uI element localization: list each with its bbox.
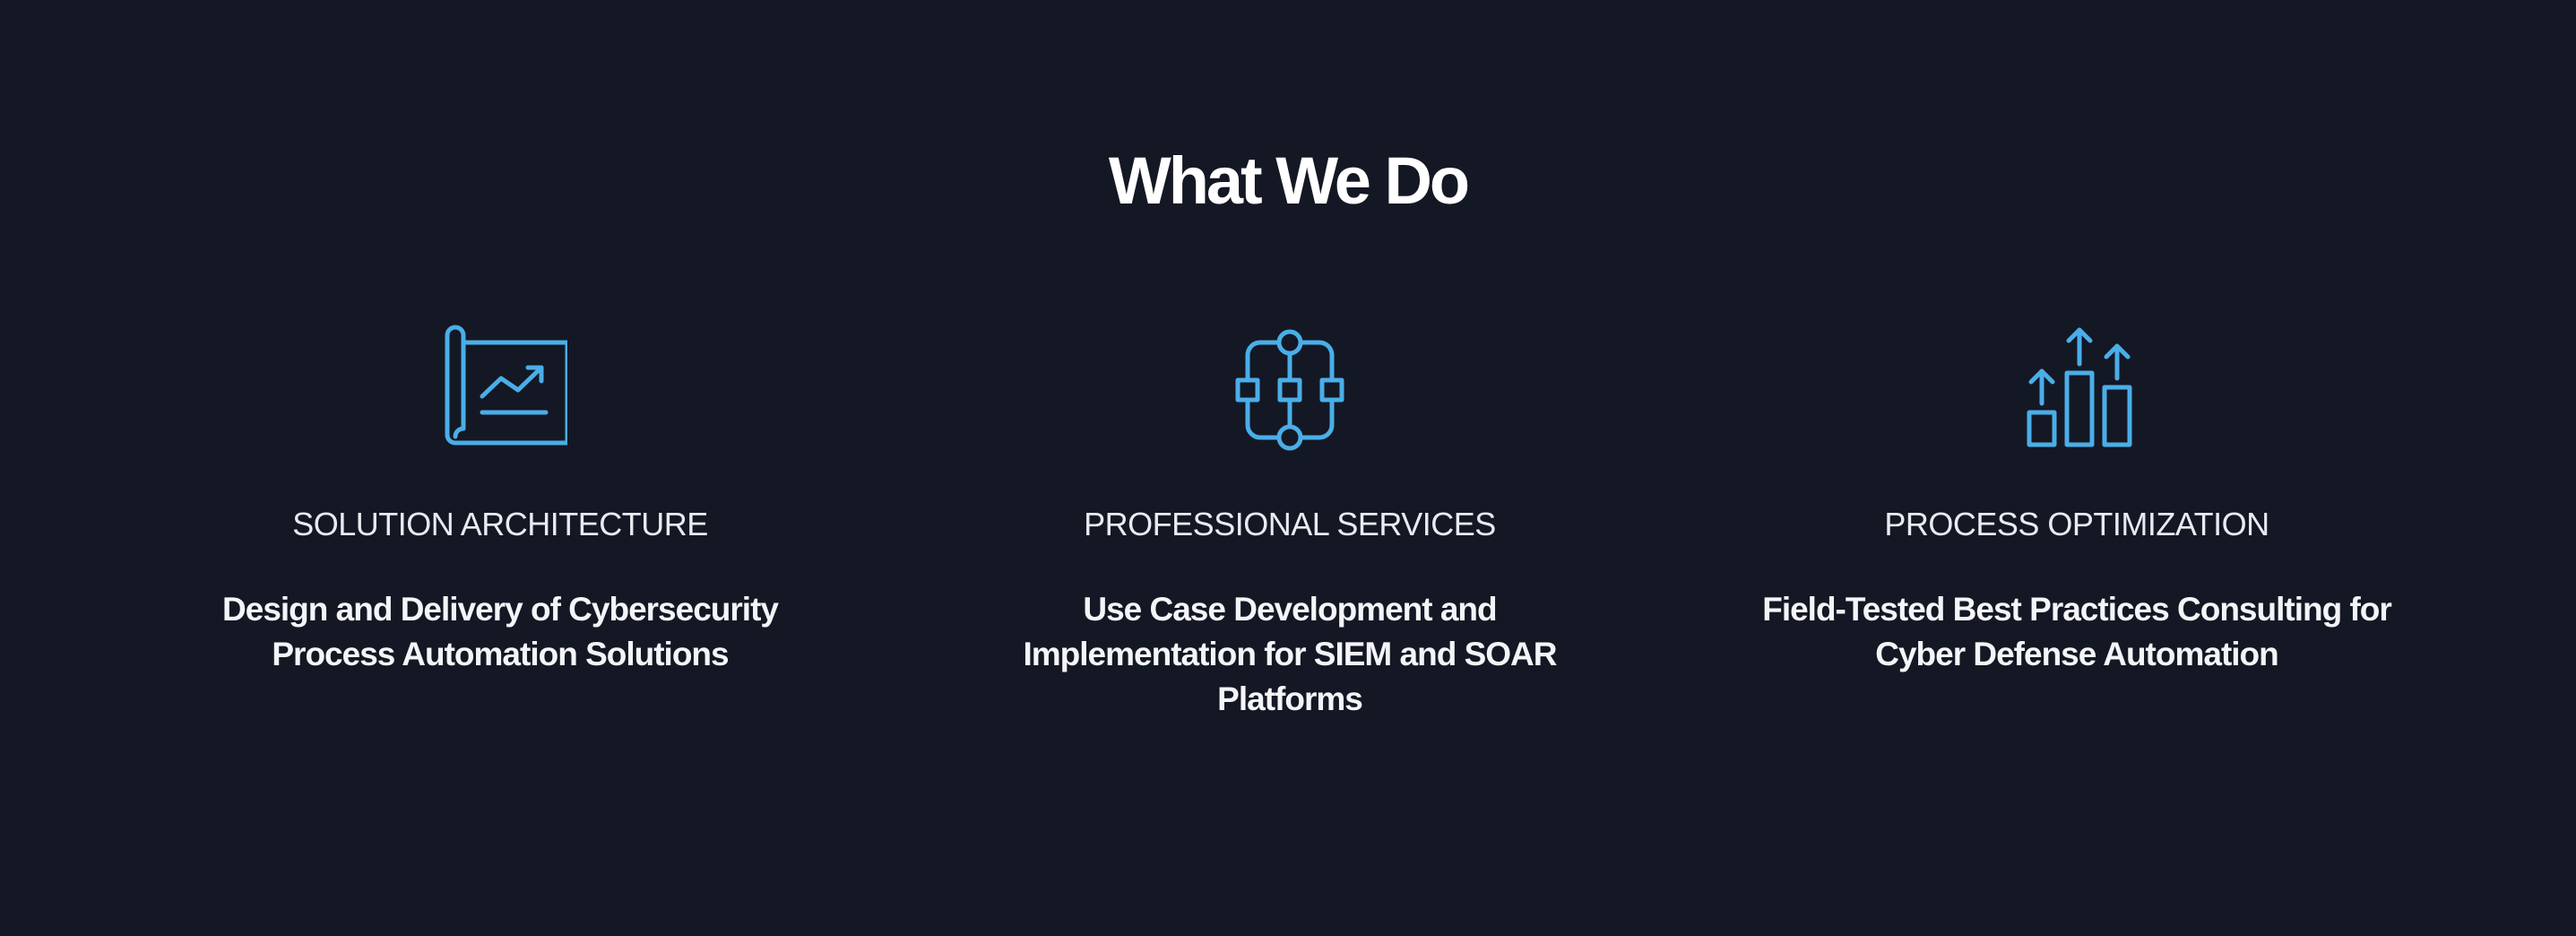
blueprint-chart-icon: [433, 323, 567, 457]
service-card-process-optimization: PROCESS OPTIMIZATION Field-Tested Best P…: [1736, 323, 2417, 735]
service-label: PROCESS OPTIMIZATION: [1884, 506, 2269, 542]
service-label: PROFESSIONAL SERVICES: [1084, 506, 1496, 542]
workflow-nodes-icon: [1223, 323, 1357, 457]
service-description: Design and Delivery of Cybersecurity Pro…: [222, 591, 779, 672]
service-description: Field-Tested Best Practices Consulting f…: [1762, 591, 2392, 672]
growth-bars-icon: [2010, 323, 2144, 457]
service-label: SOLUTION ARCHITECTURE: [292, 506, 708, 542]
service-card-professional-services: PROFESSIONAL SERVICES Use Case Developme…: [949, 323, 1630, 735]
service-description: Use Case Development and Implementation …: [1023, 591, 1558, 717]
service-card-solution-architecture: SOLUTION ARCHITECTURE Design and Deliver…: [160, 323, 841, 735]
section-title: What We Do: [1108, 143, 1470, 218]
